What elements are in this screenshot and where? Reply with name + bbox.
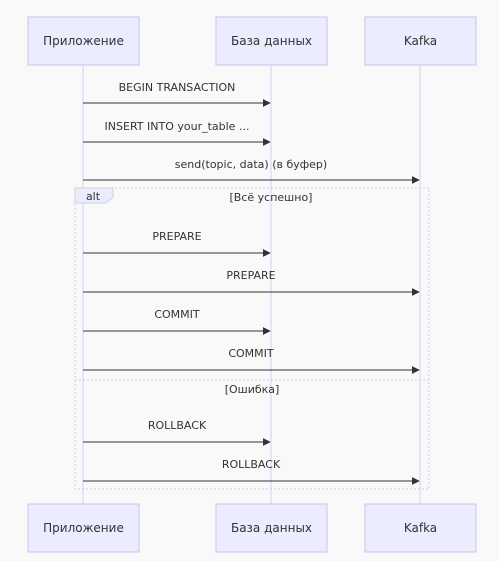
message-label-2: INSERT INTO your_table ... — [105, 120, 250, 133]
alt-keyword: alt — [86, 190, 101, 203]
message-label-3: send(topic, data) (в буфер) — [175, 158, 327, 171]
message-label-1: BEGIN TRANSACTION — [119, 81, 236, 94]
participant-db-label-bottom: База данных — [231, 521, 312, 535]
alt-else-condition: [Ошибка] — [225, 383, 280, 396]
alt-frame — [74, 187, 430, 490]
participant-kafka-label: Kafka — [404, 34, 437, 48]
participant-db-bottom: База данных — [215, 503, 328, 553]
participant-app-label-bottom: Приложение — [43, 521, 124, 535]
message-label-6: COMMIT — [154, 308, 200, 321]
participant-db-label: База данных — [231, 34, 312, 48]
participant-app-label: Приложение — [43, 34, 124, 48]
message-label-8: ROLLBACK — [148, 419, 207, 432]
alt-keyword-tab: alt — [74, 187, 114, 204]
participant-kafka-label-bottom: Kafka — [404, 521, 437, 535]
message-label-5: PREPARE — [226, 269, 275, 282]
message-label-7: COMMIT — [228, 347, 274, 360]
participant-app-top: Приложение — [27, 16, 140, 66]
participant-db-top: База данных — [215, 16, 328, 66]
message-label-9: ROLLBACK — [222, 458, 281, 471]
participant-app-bottom: Приложение — [27, 503, 140, 553]
participant-kafka-top: Kafka — [364, 16, 477, 66]
message-label-4: PREPARE — [152, 230, 201, 243]
alt-condition: [Всё успешно] — [230, 191, 313, 204]
participant-kafka-bottom: Kafka — [364, 503, 477, 553]
